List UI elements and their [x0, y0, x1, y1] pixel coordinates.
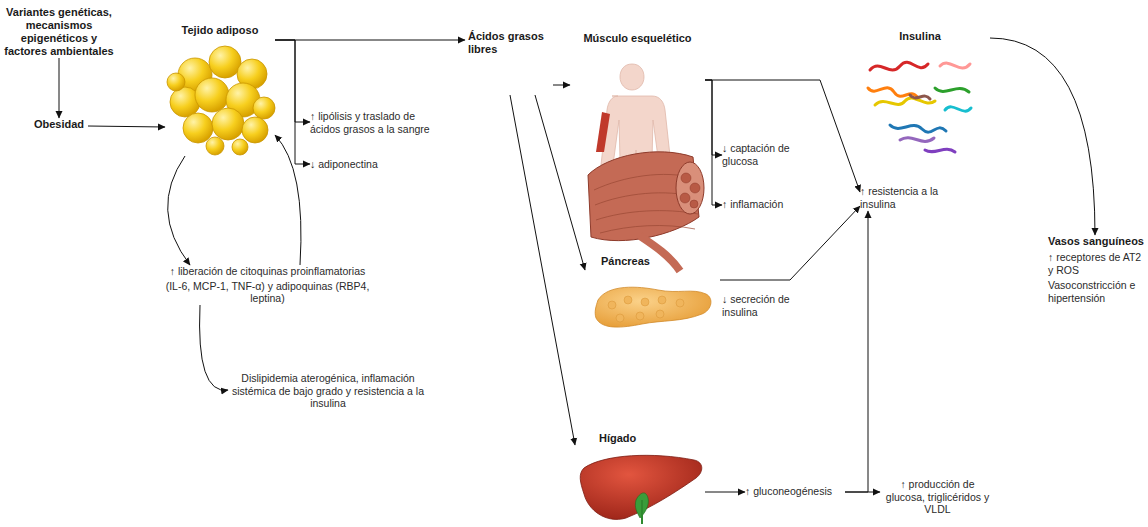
skeletal-muscle — [588, 64, 704, 271]
body-text: ↓ adiponectina — [310, 158, 442, 171]
effect-text: ↓ adiponectina — [310, 158, 442, 172]
adipose-tissue — [167, 46, 275, 155]
organ-adipose: Tejido adiposo — [165, 24, 275, 156]
body-text: ↓ captación de glucosa — [722, 142, 812, 167]
arrow-connector — [510, 95, 575, 445]
heading: Insulina — [850, 30, 990, 43]
arrow-connector — [275, 40, 310, 164]
liver — [580, 455, 702, 524]
arrow-connector — [59, 58, 60, 118]
heading: Ácidos grasos libres — [468, 30, 553, 56]
heading: Hígado — [599, 432, 705, 445]
cause-text: Variantes genéticas, mecanismos epigenét… — [4, 6, 114, 58]
arrow-connector — [88, 126, 165, 127]
outcome-text: ↑ producción de glucosa, triglicéridos y… — [880, 478, 995, 518]
arrow-connector — [275, 40, 310, 122]
heading: Tejido adiposo — [165, 24, 275, 37]
arrow-connector — [705, 492, 745, 493]
metabolite-label: Ácidos grasos libres — [465, 30, 553, 95]
body-text: ↑ resistencia a la insulina — [860, 185, 952, 210]
arrow-connector — [200, 305, 228, 390]
effect-text: ↑ lipólisis y traslado de ácidos grasos … — [310, 110, 442, 138]
body-text: ↑ lipólisis y traslado de ácidos grasos … — [310, 110, 442, 135]
arrow-connector — [535, 95, 585, 270]
heading: Variantes genéticas, mecanismos epigenét… — [4, 6, 114, 58]
arrow-connector — [705, 80, 722, 155]
arrow-connector — [720, 206, 860, 280]
cytokine-text: ↑ liberación de citoquinas proinflamator… — [160, 265, 375, 305]
body-text: ↑ liberación de citoquinas proinflamator… — [160, 265, 375, 278]
arrow-connector — [275, 135, 301, 265]
organ-muscle: Músculo esquelético — [570, 32, 705, 276]
arrow-connector — [275, 40, 465, 41]
hormone-insulin: Insulina — [850, 30, 990, 165]
heading: Obesidad — [30, 118, 88, 131]
body-text: ↑ receptores de AT2 y ROS — [1048, 251, 1144, 276]
body-text: (IL-6, MCP-1, TNF-α) y adipoquinas (RBP4… — [160, 280, 375, 305]
effect-text: ↑ inflamación — [722, 198, 812, 212]
insulin-protein — [868, 62, 971, 152]
pancreas — [595, 287, 711, 327]
heading: Páncreas — [601, 255, 720, 268]
arrow-connector — [705, 80, 860, 192]
effect-text: ↓ captación de glucosa — [722, 142, 812, 168]
outcome-text: ↑ resistencia a la insulina — [860, 185, 952, 211]
organ-pancreas: Páncreas — [585, 255, 720, 335]
body-text: Vasoconstricción e hipertensión — [1048, 279, 1144, 304]
body-text: ↑ producción de glucosa, triglicéridos y… — [880, 478, 995, 516]
effect-label: ↓ secreción de insulina — [722, 293, 808, 318]
effect-text: ↑ gluconeogénesis — [745, 485, 845, 499]
organ-vessels: Vasos sanguíneos ↑ receptores de AT2 y RO… — [1048, 235, 1144, 315]
arrow-connector — [990, 38, 1095, 235]
heading: Vasos sanguíneos — [1048, 235, 1144, 248]
arrow-connector — [705, 80, 722, 205]
arrow-connector — [845, 211, 868, 492]
body-text: ↑ gluconeogénesis — [745, 485, 845, 498]
arrow-connector — [168, 156, 190, 265]
heading: Músculo esquelético — [570, 32, 705, 45]
body-text: Dislipidemia aterogénica, inflamación si… — [228, 372, 428, 410]
arrow-connector — [553, 85, 570, 86]
outcome-text: Dislipidemia aterogénica, inflamación si… — [228, 372, 428, 410]
organ-liver: Hígado — [575, 432, 705, 525]
condition-label: Obesidad — [30, 118, 88, 134]
body-text: ↑ inflamación — [722, 198, 812, 211]
